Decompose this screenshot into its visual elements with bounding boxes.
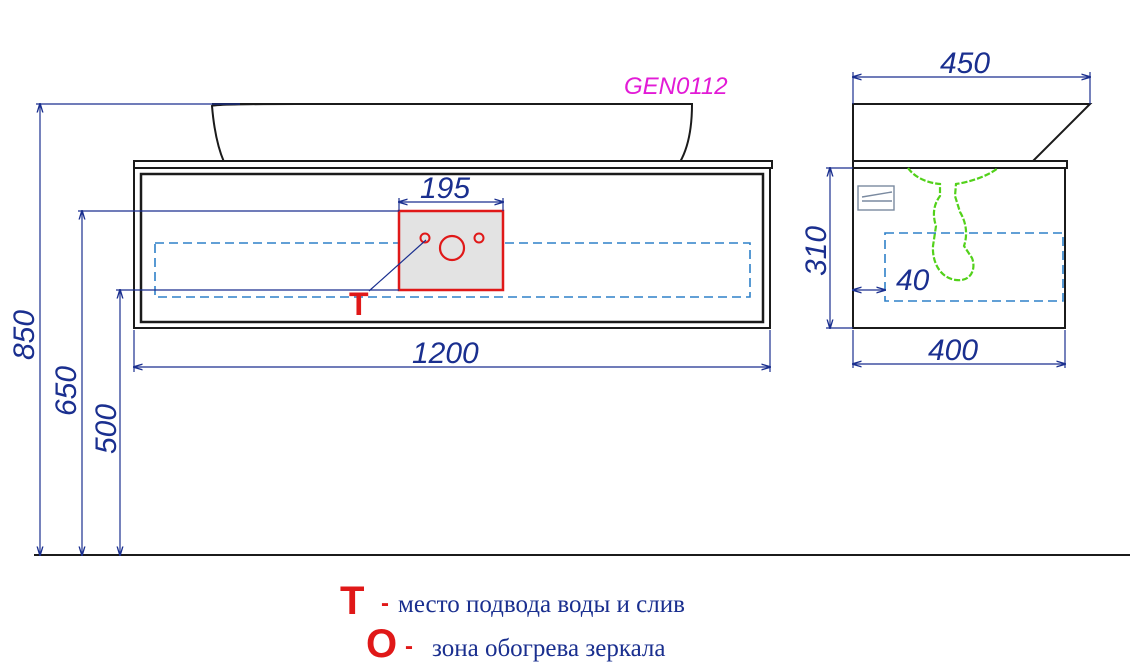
side-dashed-zone (884, 232, 1064, 302)
dim-450: 450 (940, 47, 990, 80)
washbasin (210, 103, 694, 163)
front-view: T (133, 103, 773, 329)
drawer-front (139, 172, 765, 324)
t-marker: T (349, 286, 369, 322)
drain-hole (438, 234, 466, 262)
side-view (852, 103, 1093, 329)
side-dimensions: 450 400 310 40 (800, 47, 1090, 368)
dim-500: 500 (90, 404, 123, 454)
legend-t-text: место подвода воды и слив (398, 591, 685, 618)
washbasin-side (852, 103, 1093, 163)
siphon (907, 167, 999, 282)
legend: T - место подвода воды и слив O - зона о… (340, 579, 685, 666)
dim-400: 400 (928, 334, 978, 367)
water-inlet-left (419, 232, 431, 244)
legend-o-dash: - (405, 633, 413, 660)
dim-650: 650 (50, 366, 83, 416)
countertop-side (852, 160, 1068, 169)
dim-1200: 1200 (412, 337, 479, 370)
dim-850: 850 (8, 310, 41, 360)
dim-310: 310 (800, 226, 833, 276)
dim-195: 195 (420, 172, 470, 205)
front-dimensions: 195 1200 850 650 500 (8, 104, 770, 555)
t-leader-line (368, 239, 427, 292)
legend-o-symbol: O (366, 622, 397, 666)
countertop (133, 160, 773, 169)
legend-o-text: зона обогрева зеркала (432, 635, 665, 662)
legend-t-dash: - (381, 590, 389, 617)
water-inlet-right (473, 232, 485, 244)
wall-bracket (857, 185, 895, 211)
legend-t-symbol: T (340, 579, 364, 623)
dim-40: 40 (896, 264, 930, 297)
product-code: GEN0112 (624, 73, 728, 100)
plumbing-panel (397, 209, 505, 292)
